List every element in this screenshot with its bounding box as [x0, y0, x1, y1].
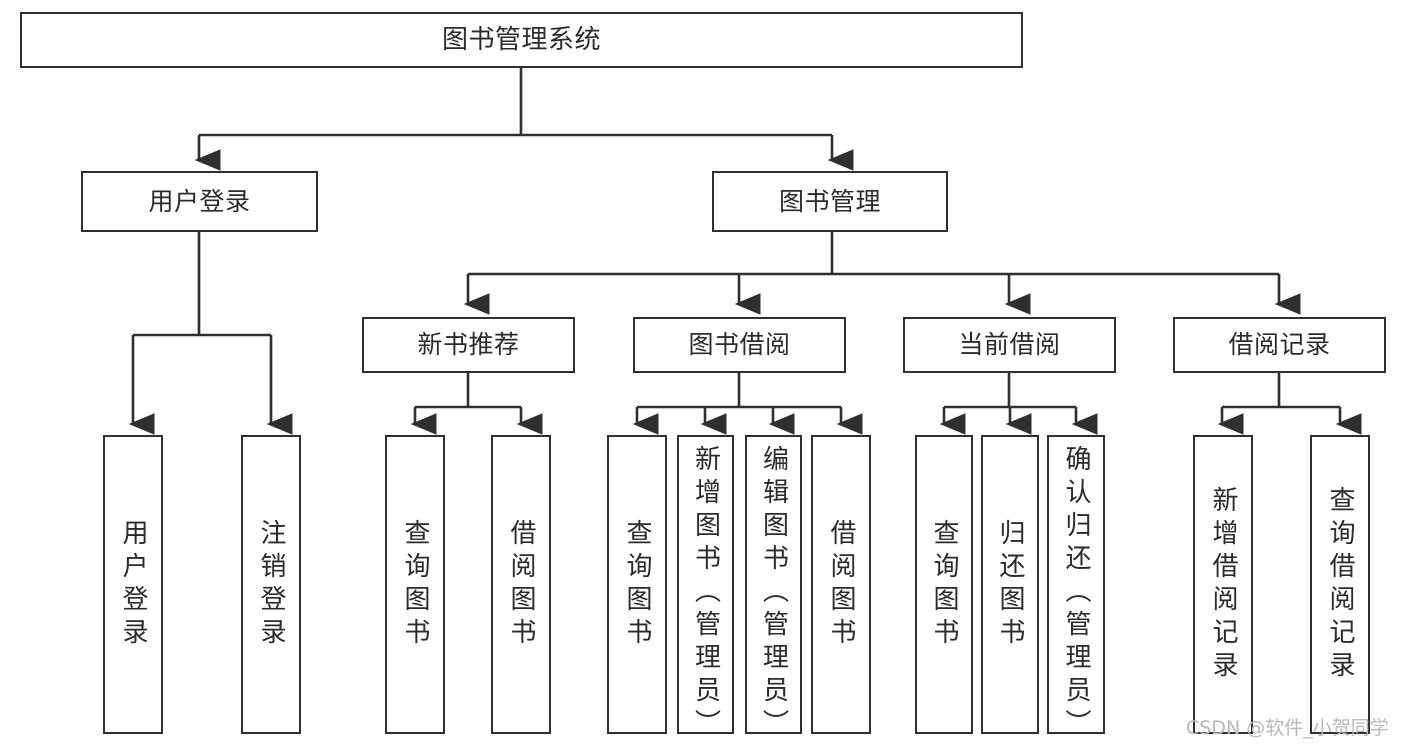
node-label: 查询图书 — [622, 518, 652, 651]
node-label: 查询图书 — [929, 518, 959, 651]
node-label: 借阅图书 — [506, 518, 536, 651]
node-label: 确认归还（管理员） — [1061, 445, 1091, 742]
csdn-watermark: CSDN @软件_小贺同学 — [1186, 717, 1389, 739]
node-label: 查询借阅记录 — [1325, 485, 1355, 684]
leaf-user-login-signout[interactable]: 注销登录 — [241, 435, 301, 734]
node-root-system[interactable]: 图书管理系统 — [20, 12, 1023, 68]
leaf-newbook-query-book[interactable]: 查询图书 — [385, 435, 445, 734]
node-label: 归还图书 — [995, 518, 1025, 651]
node-label: 用户登录 — [148, 186, 251, 216]
node-borrow-record[interactable]: 借阅记录 — [1173, 317, 1386, 373]
node-label: 图书管理系统 — [441, 24, 601, 55]
node-label: 查询图书 — [400, 518, 430, 651]
leaf-borrow-edit-book-admin[interactable]: 编辑图书（管理员） — [745, 435, 802, 742]
leaf-current-return-book[interactable]: 归还图书 — [981, 435, 1039, 734]
leaf-user-login-signin[interactable]: 用户登录 — [103, 435, 163, 734]
node-label: 图书借阅 — [688, 330, 791, 360]
node-book-borrow[interactable]: 图书借阅 — [633, 317, 846, 373]
leaf-record-query-record[interactable]: 查询借阅记录 — [1310, 435, 1370, 734]
leaf-current-confirm-return-admin[interactable]: 确认归还（管理员） — [1047, 435, 1105, 742]
node-current-borrow[interactable]: 当前借阅 — [903, 317, 1116, 373]
leaf-newbook-borrow-book[interactable]: 借阅图书 — [491, 435, 551, 734]
node-label: 借阅记录 — [1228, 330, 1331, 360]
node-new-book-recommend[interactable]: 新书推荐 — [362, 317, 575, 373]
node-label: 新书推荐 — [417, 330, 520, 360]
leaf-borrow-add-book-admin[interactable]: 新增图书（管理员） — [677, 435, 734, 742]
leaf-record-add-record[interactable]: 新增借阅记录 — [1193, 435, 1253, 734]
node-user-login[interactable]: 用户登录 — [81, 171, 318, 232]
node-label: 图书管理 — [778, 186, 881, 216]
node-label: 注销登录 — [256, 518, 286, 651]
node-label: 借阅图书 — [826, 518, 856, 651]
leaf-borrow-borrow-book[interactable]: 借阅图书 — [811, 435, 871, 734]
leaf-borrow-query-book[interactable]: 查询图书 — [607, 435, 667, 734]
node-label: 新增图书（管理员） — [690, 445, 721, 742]
node-label: 当前借阅 — [958, 330, 1061, 360]
node-label: 用户登录 — [118, 518, 148, 651]
node-label: 编辑图书（管理员） — [758, 445, 789, 742]
node-book-management[interactable]: 图书管理 — [712, 171, 948, 232]
leaf-current-query-book[interactable]: 查询图书 — [915, 435, 973, 734]
node-label: 新增借阅记录 — [1208, 485, 1238, 684]
